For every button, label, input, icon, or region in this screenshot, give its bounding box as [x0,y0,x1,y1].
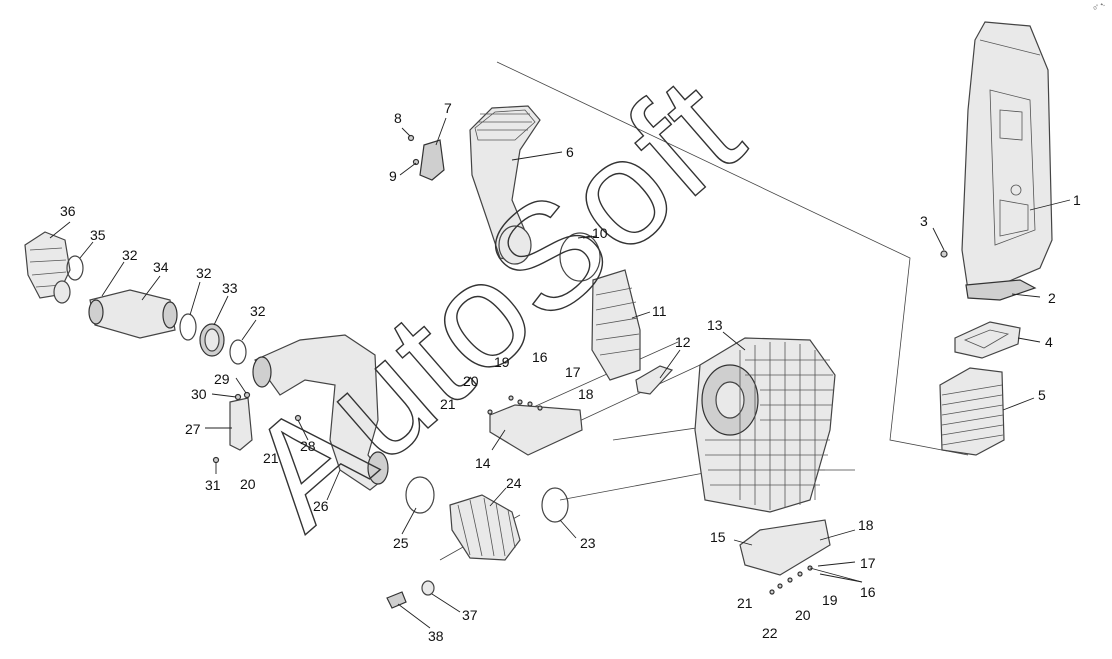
part-11-flex-hose [591,269,641,381]
callout-32-third: 32 [250,303,266,319]
callout-17-lower: 17 [860,555,876,571]
callout-26: 26 [313,498,329,514]
callout-18-lower: 18 [858,517,874,533]
callout-22: 22 [762,625,778,641]
part-4-gasket [954,321,1021,359]
callout-24: 24 [506,475,522,491]
leader-lines [49,117,1071,629]
hardware-cluster-lower [769,565,813,595]
callout-33: 33 [222,280,238,296]
part-23-clamp [541,487,569,523]
callout-27: 27 [185,421,201,437]
callout-12: 12 [675,334,691,350]
callout-20-left: 20 [240,476,256,492]
callout-10: 10 [592,225,608,241]
callout-20-upper: 20 [463,373,479,389]
callout-8: 8 [394,110,402,126]
callout-16-lower: 16 [860,584,876,600]
callout-4: 4 [1045,334,1053,350]
callout-6: 6 [566,144,574,160]
part-38-fitting [386,591,407,609]
callout-19-upper: 19 [494,354,510,370]
part-13-filter-housing [694,337,836,513]
part-37-ring [421,580,435,596]
callout-9: 9 [389,168,397,184]
callout-11: 11 [652,303,667,319]
part-30-bolt [234,393,242,401]
callout-32-first: 32 [122,247,138,263]
part-12-gasket [635,365,674,395]
callout-23: 23 [580,535,596,551]
callout-36: 36 [60,203,76,219]
callout-35: 35 [90,227,106,243]
part-6-intake-duct [469,105,541,265]
part-34-hose [88,289,178,339]
part-32-clamp-b [179,313,197,341]
callout-30: 30 [191,386,207,402]
part-14-bracket [489,404,583,456]
callout-21-lower: 21 [737,595,753,611]
callout-32-second: 32 [196,265,212,281]
callout-18-upper: 18 [578,386,594,402]
part-33-coupler [199,323,225,357]
part-10-clamp [559,232,601,282]
callout-labels: 1 2 3 4 5 6 7 8 9 10 11 12 13 14 15 16 1… [60,100,1081,644]
callout-15: 15 [710,529,726,545]
hardware-cluster-upper [487,395,543,415]
part-32-clamp-c [229,339,247,365]
callout-29: 29 [214,371,230,387]
callout-7: 7 [444,100,452,116]
part-26-curved-pipe [252,334,389,491]
callout-14: 14 [475,455,491,471]
part-3-bolt [940,250,948,258]
callout-16-upper: 16 [532,349,548,365]
part-32-clamp-a [53,280,71,304]
callout-25: 25 [393,535,409,551]
part-24-flex-tube [449,494,521,561]
part-15-bracket [739,519,831,576]
callout-19-lower: 19 [822,592,838,608]
callout-28: 28 [300,438,316,454]
callout-21-left: 21 [263,450,279,466]
part-25-clamp [405,476,435,514]
part-7-bracket [419,139,445,181]
part-5-bellows [939,367,1005,456]
callout-13: 13 [707,317,723,333]
callout-31: 31 [205,477,221,493]
callout-17-upper: 17 [565,364,581,380]
part-27-bracket [229,397,253,451]
part-1-duct-panel [961,21,1053,291]
callout-20-lower: 20 [795,607,811,623]
corner-mark: o° ➷ [1093,2,1107,12]
callout-21-upper: 21 [440,396,456,412]
callout-38: 38 [428,628,444,644]
part-29-bolt [243,391,251,399]
part-31-bolt [212,456,220,464]
part-8-bolt [407,134,415,142]
callout-5: 5 [1038,387,1046,403]
callout-1: 1 [1073,192,1081,208]
callout-3: 3 [920,213,928,229]
callout-37: 37 [462,607,478,623]
callout-34: 34 [153,259,169,275]
part-35-clamp [66,255,84,281]
part-9-bolt [412,158,420,166]
part-2-flange [965,279,1037,301]
callout-2: 2 [1048,290,1056,306]
